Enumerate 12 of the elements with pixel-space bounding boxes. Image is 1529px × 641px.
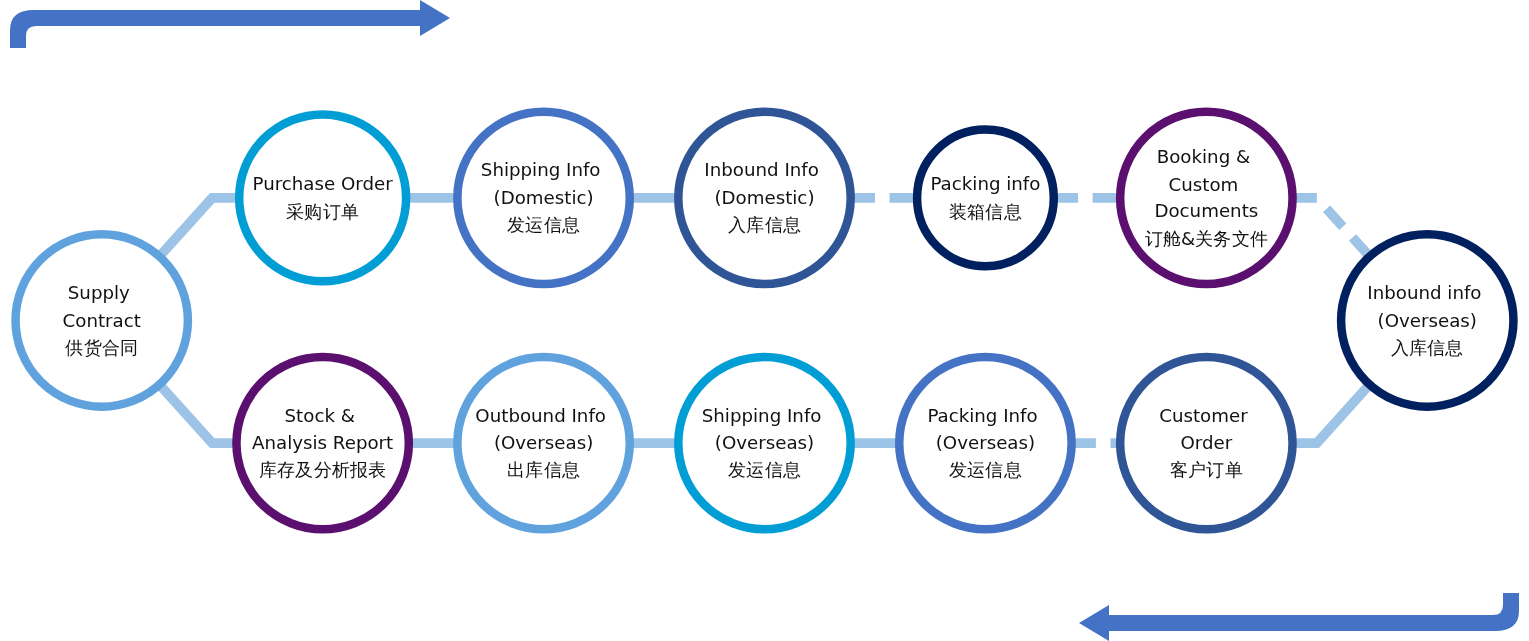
node-circle: Packing info 装箱信息 xyxy=(912,125,1058,271)
node-circle: Shipping Info (Domestic) 发运信息 xyxy=(453,107,634,289)
node-circle: Stock & Analysis Report 库存及分析报表 xyxy=(232,352,414,534)
node-circle: Packing Info (Overseas) 发运信息 xyxy=(895,352,1076,534)
node-circle: Inbound info (Overseas) 入库信息 xyxy=(1336,230,1518,411)
node-circle: Purchase Order 采购订单 xyxy=(234,110,411,286)
node-circle: Inbound Info (Domestic) 入库信息 xyxy=(674,107,855,289)
node-circle: Shipping Info (Overseas) 发运信息 xyxy=(674,352,855,534)
node-circle: Customer Order 客户订单 xyxy=(1115,352,1297,534)
node-circle: Supply Contract 供货合同 xyxy=(11,230,193,411)
node-circle: Booking & Custom Documents 订舱&关务文件 xyxy=(1115,107,1297,289)
node-circle: Outbound Info (Overseas) 出库信息 xyxy=(453,352,634,534)
